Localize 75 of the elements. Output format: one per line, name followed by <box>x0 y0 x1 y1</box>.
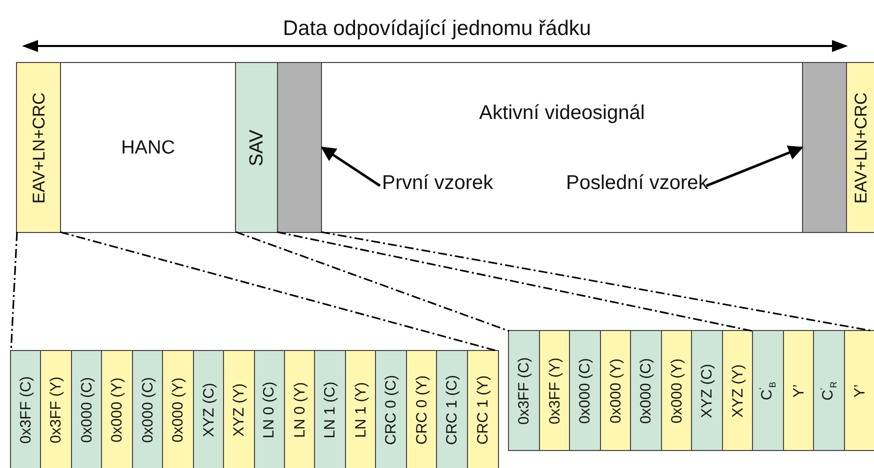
data-field <box>375 350 408 468</box>
field-label: 0x3FF (C) <box>18 376 34 444</box>
field-label: LN 1 (Y) <box>353 382 368 438</box>
expansion-line <box>320 231 874 332</box>
field-label: EAV+LN+CRC <box>852 92 870 204</box>
data-field <box>254 350 286 468</box>
data-field <box>691 330 723 451</box>
expansion-line <box>60 231 498 352</box>
field-label: 0x000 (C) <box>140 377 156 443</box>
field-label: 0x3FF (Y) <box>48 376 64 444</box>
sample-label: První vzorek <box>382 169 494 197</box>
sample-label: Poslední vzorek <box>566 169 708 197</box>
field-label: Aktivní videosignál <box>479 103 645 123</box>
data-field <box>162 350 194 468</box>
data-field <box>844 330 874 451</box>
arrow <box>320 146 381 187</box>
data-field <box>782 330 814 451</box>
data-field <box>466 350 498 468</box>
field-label: 0x000 (Y) <box>669 358 684 424</box>
field-label: CRC 1 (C) <box>444 375 460 445</box>
data-field <box>235 62 278 233</box>
data-field <box>752 330 784 451</box>
field-label: 0x000 (Y) <box>110 377 125 443</box>
field-label: 0x3FF (Y) <box>547 357 562 424</box>
data-field <box>40 350 72 468</box>
data-field <box>846 62 874 233</box>
data-field <box>223 350 255 468</box>
field-label: SAV <box>247 129 266 166</box>
data-field <box>630 330 662 451</box>
field-label: XYZ (Y) <box>730 364 745 418</box>
data-field <box>192 350 225 468</box>
data-field <box>344 350 377 468</box>
sample-block <box>277 62 322 233</box>
field-label: 0x000 (Y) <box>608 358 623 424</box>
field-label: EAV+LN+CRC <box>30 92 47 204</box>
field-label: 0x000 (Y) <box>170 377 186 443</box>
field-label: Y’ <box>791 384 806 398</box>
field-label: XYZ (Y) <box>232 383 247 437</box>
sample-block <box>802 62 847 233</box>
data-field <box>813 330 845 451</box>
data-field <box>10 350 42 468</box>
expansion-line <box>236 231 510 332</box>
data-field <box>600 330 632 451</box>
field-label: CRC 1 (Y) <box>475 375 490 445</box>
data-field <box>436 350 468 468</box>
diagram-title: Data odpovídající jednomu řádku <box>282 18 592 39</box>
data-field <box>132 350 164 468</box>
field-label: XYZ (C) <box>201 382 216 438</box>
data-field <box>314 350 346 468</box>
data-field <box>406 350 438 468</box>
data-field <box>70 350 103 468</box>
data-field <box>321 62 803 233</box>
field-label: Y’ <box>852 384 867 398</box>
field-label: 0x000 (C) <box>79 377 94 443</box>
data-field <box>538 330 570 451</box>
data-field <box>284 350 316 468</box>
arrow <box>706 146 804 187</box>
field-label: 0x000 (C) <box>638 358 654 424</box>
field-label: LN 0 (C) <box>262 382 277 438</box>
data-field <box>60 62 236 233</box>
field-label: LN 1 (C) <box>322 382 338 438</box>
data-field <box>16 62 61 233</box>
field-label: HANC <box>121 138 175 157</box>
field-label: CRC 0 (Y) <box>414 375 430 445</box>
field-label: 0x000 (C) <box>578 358 592 424</box>
data-field <box>660 330 692 451</box>
field-label: 0x3FF (C) <box>516 356 532 424</box>
data-field <box>508 330 540 451</box>
field-label: XYZ (C) <box>700 363 714 418</box>
data-field <box>101 350 134 468</box>
field-label: LN 0 (Y) <box>292 382 308 438</box>
expansion-line <box>276 231 753 332</box>
data-field <box>569 330 601 451</box>
field-label: CRC 0 (C) <box>384 375 399 445</box>
data-field <box>722 330 754 451</box>
